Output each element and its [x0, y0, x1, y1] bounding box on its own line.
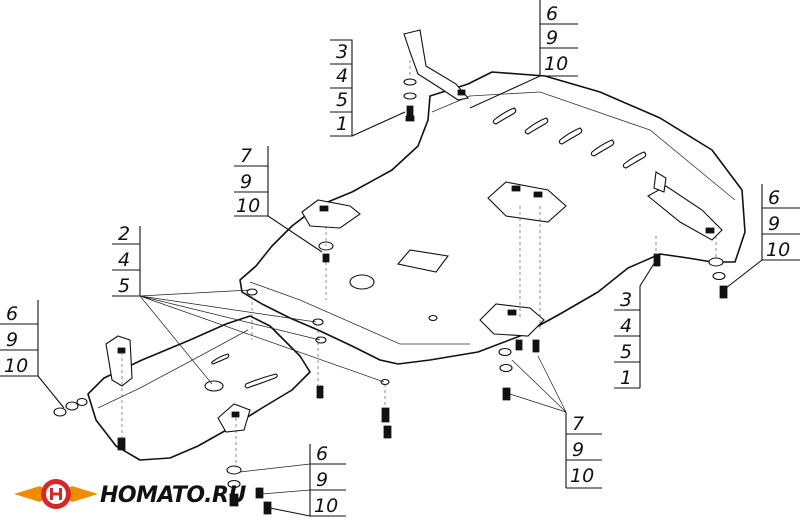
callout-top-center: 3 4 5 1 [330, 39, 406, 137]
callout-right-lower: 3 4 5 1 [614, 261, 656, 389]
callout-far-left: 6 9 10 [0, 300, 65, 409]
callout-label: 9 [240, 171, 252, 193]
bracket-secondary-center [217, 403, 251, 433]
callout-label: 6 [546, 3, 558, 25]
callout-label: 2 [118, 223, 130, 245]
logo-text: HOMATO.RU [100, 483, 246, 508]
callout-label: 9 [572, 439, 584, 461]
callout-upper-mid: 7 9 10 [234, 145, 323, 253]
callout-label: 9 [768, 213, 780, 235]
callout-label: 1 [620, 367, 632, 389]
fastener-top [403, 78, 417, 122]
callout-label: 9 [6, 329, 18, 351]
callout-label: 5 [620, 341, 632, 363]
callout-label: 5 [118, 275, 130, 297]
bracket-top [403, 29, 470, 101]
callout-label: 5 [336, 89, 348, 111]
round-hole [349, 274, 375, 290]
callout-label: 6 [768, 187, 780, 209]
callout-label: 3 [620, 289, 632, 311]
fastener-bottom-center [226, 465, 272, 515]
callout-label: 4 [620, 315, 632, 337]
bracket-center [487, 181, 567, 223]
bracket-right [647, 171, 723, 241]
assembly-lines [121, 60, 717, 468]
callout-label: 7 [240, 145, 252, 167]
callout-label: 10 [236, 195, 260, 217]
bracket-secondary-left [105, 335, 133, 387]
louver-slots [492, 107, 647, 169]
callout-label: 9 [316, 469, 328, 491]
callout-label: 10 [766, 239, 790, 261]
callout-label: 10 [544, 53, 568, 75]
bracket-upper-left [301, 199, 361, 229]
callout-label: 10 [314, 495, 338, 517]
secondary-skid-plate [87, 315, 311, 461]
fastener-bottom-right [498, 339, 540, 401]
small-hole [428, 314, 438, 322]
callout-right-edge: 6 9 10 [725, 184, 800, 289]
callout-left-mid: 2 4 5 [112, 223, 385, 385]
callout-label: 4 [336, 65, 348, 87]
callout-label: 7 [572, 413, 584, 435]
fastener-left-mid [246, 288, 392, 439]
callout-label: 6 [316, 443, 328, 465]
fastener-far-left [53, 397, 126, 451]
callout-label: 6 [6, 303, 18, 325]
callout-bottom-center: 6 9 10 [239, 443, 346, 517]
callout-label: 10 [4, 355, 28, 377]
callout-label: 9 [546, 27, 558, 49]
center-opening [396, 249, 449, 273]
callout-top-right: 6 9 10 [469, 0, 578, 109]
callout-bottom-right: 7 9 10 [509, 355, 602, 489]
bracket-lower-center [479, 303, 545, 337]
fastener-right [653, 253, 728, 299]
callout-label: 10 [570, 465, 594, 487]
callout-label: 4 [118, 249, 130, 271]
homato-logo: HOMATO.RU [14, 479, 247, 509]
fasteners [53, 78, 728, 515]
callout-label: 1 [336, 113, 348, 135]
logo-emblem-icon [14, 479, 98, 509]
main-skid-plate [239, 29, 746, 365]
callout-label: 3 [336, 41, 348, 63]
